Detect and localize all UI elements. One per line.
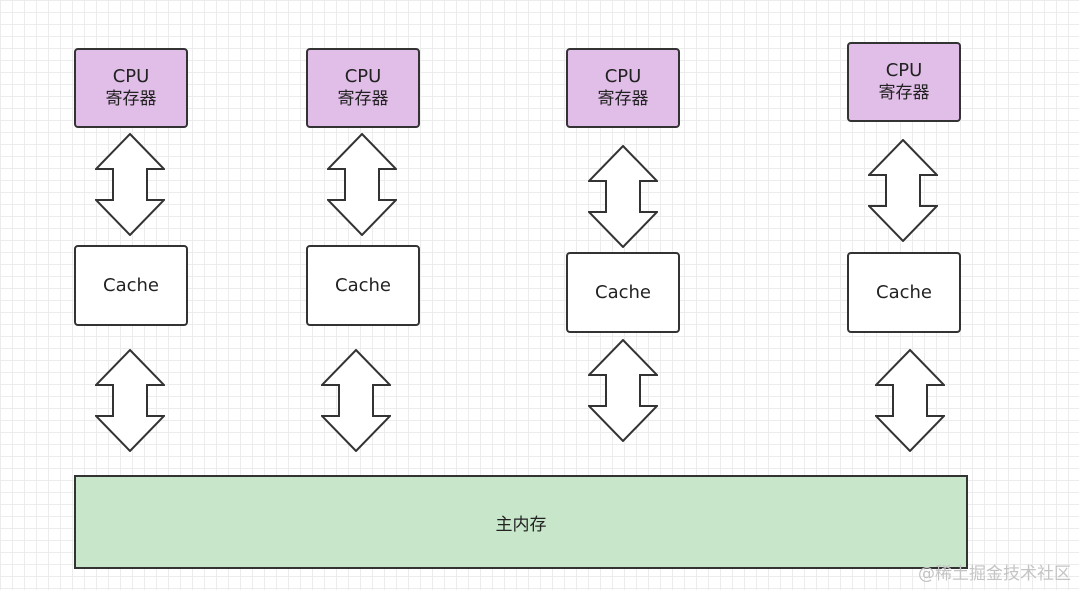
watermark-text: @稀土掘金技术社区 (918, 564, 1071, 584)
cache-3: Cache (566, 252, 680, 333)
cpu-4-sublabel: 寄存器 (878, 83, 930, 103)
cpu-1-label: CPU (112, 66, 150, 87)
cpu-2-label: CPU (344, 66, 382, 87)
cpu-3: CPU 寄存器 (566, 48, 680, 128)
double-arrow-icon (588, 339, 658, 442)
cpu-4-label: CPU (885, 60, 923, 81)
cpu-2-sublabel: 寄存器 (337, 89, 389, 109)
cpu-1-sublabel: 寄存器 (105, 89, 157, 109)
double-arrow-icon (327, 133, 397, 236)
main-memory: 主内存 (74, 475, 968, 569)
cpu-3-sublabel: 寄存器 (597, 89, 649, 109)
cache-3-label: Cache (595, 282, 651, 303)
cache-2: Cache (306, 245, 420, 326)
double-arrow-icon (868, 139, 938, 242)
cpu-1: CPU 寄存器 (74, 48, 188, 128)
double-arrow-icon (95, 349, 165, 452)
double-arrow-icon (588, 145, 658, 248)
cpu-2: CPU 寄存器 (306, 48, 420, 128)
main-memory-label: 主内存 (495, 514, 547, 535)
cache-1: Cache (74, 245, 188, 326)
double-arrow-icon (95, 133, 165, 236)
cpu-3-label: CPU (604, 66, 642, 87)
cpu-4: CPU 寄存器 (847, 42, 961, 122)
cache-4-label: Cache (876, 282, 932, 303)
double-arrow-icon (875, 349, 945, 452)
cache-4: Cache (847, 252, 961, 333)
cache-2-label: Cache (335, 275, 391, 296)
cache-1-label: Cache (103, 275, 159, 296)
double-arrow-icon (321, 349, 391, 452)
